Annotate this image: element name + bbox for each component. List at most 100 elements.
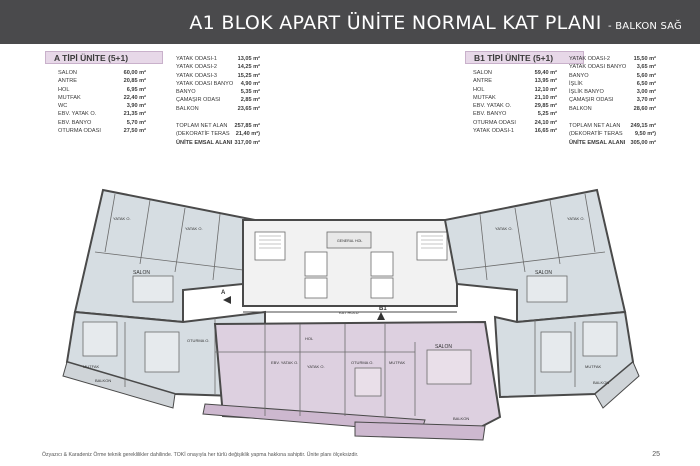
room-label: TOPLAM NET ALAN <box>569 123 621 129</box>
core-area: GENERAL HOL KAT HOLU <box>242 219 458 315</box>
plan-label-yatak-b: YATAK O. <box>307 364 325 369</box>
room-label: HOL <box>473 86 485 93</box>
plan-label-salon-a: SALON <box>133 270 150 276</box>
area-row: YATAK ODASI BANYO 3,65 m² <box>569 63 656 71</box>
room-label: (DEKORATİF TERAS <box>176 131 230 138</box>
area-row: ANTRE 13,95 m² <box>473 77 557 85</box>
unit-b-area: SALON EBV. YATAK O. YATAK O. OTURMA O. M… <box>202 320 502 441</box>
room-label: TOPLAM NET ALAN <box>176 123 228 129</box>
room-area: 15,50 m² <box>633 56 656 62</box>
cut-a-label: A <box>221 290 226 296</box>
room-label: YATAK ODASI BANYO <box>176 80 234 87</box>
plan-label-mutfak-a: MUTFAK <box>83 364 100 369</box>
area-row: ANTRE 20,85 m² <box>58 77 146 85</box>
plan-label-balkon-right: BALKON <box>593 380 609 385</box>
plan-label-salon-b: SALON <box>435 344 452 350</box>
area-row: MUTFAK 21,10 m² <box>473 94 557 102</box>
room-label: YATAK ODASI-2 <box>569 56 611 62</box>
room-label: ÜNİTE EMSAL ALANI <box>176 139 233 146</box>
unit-right-balcony <box>594 361 640 409</box>
area-row: BANYO 5,35 m² <box>176 88 260 96</box>
plan-label-yatak-right2: YATAK O. <box>495 226 513 231</box>
plan-label-oturma-a: OTURMA O. <box>187 338 209 343</box>
room-label: EBV. YATAK O. <box>58 111 97 118</box>
plan-label-ebv-b: EBV. YATAK O. <box>271 360 298 365</box>
room-area: 23,65 m² <box>237 105 260 112</box>
cut-b1-label: B1 <box>379 306 387 312</box>
page-title: A1 BLOK APART ÜNİTE NORMAL KAT PLANI - B… <box>189 12 682 34</box>
room-area: 60,00 m² <box>123 70 146 76</box>
room-area: 3,70 m² <box>636 97 656 104</box>
plan-label-core: GENERAL HOL <box>337 239 362 243</box>
plan-label-salon-right: SALON <box>535 270 552 276</box>
unit-a-mirror-area: SALON YATAK O. YATAK O. MUTFAK BALKON <box>443 188 640 409</box>
unit-a-title: A TİPİ ÜNİTE (5+1) <box>45 51 163 64</box>
room-label: ANTRE <box>473 78 492 85</box>
room-label: YATAK ODASI-2 <box>176 64 218 71</box>
floor-plan: SALON YATAK O. YATAK O. OTURMA O. MUTFAK… <box>62 188 640 441</box>
room-label: YATAK ODASI BANYO <box>569 64 627 71</box>
room-label: SALON <box>58 70 77 76</box>
room-area: 15,25 m² <box>237 72 260 79</box>
room-area: 13,95 m² <box>534 78 557 85</box>
room-label: EBV. BANYO <box>473 111 507 118</box>
room-label: BALKON <box>176 105 199 112</box>
plan-label-hol-b: HOL <box>305 336 314 341</box>
room-label: ANTRE <box>58 78 77 85</box>
room-area: 29,85 m² <box>534 103 557 110</box>
room-label: BALKON <box>569 105 592 112</box>
title-main: A1 BLOK APART ÜNİTE NORMAL KAT PLANI <box>189 12 602 34</box>
title-sub: - BALKON SAĞ <box>608 21 682 32</box>
room-area: 5,60 m² <box>636 72 656 79</box>
room-label: YATAK ODASI-1 <box>176 56 218 62</box>
room-area: 5,35 m² <box>240 89 260 96</box>
area-row: BALKON 23,65 m² <box>176 105 260 113</box>
room-area: 28,60 m² <box>633 105 656 112</box>
room-area: 3,65 m² <box>636 64 656 71</box>
room-area: 21,10 m² <box>534 94 557 101</box>
area-row: EBV. YATAK O.21,35 m² <box>58 110 146 118</box>
room-label: BANYO <box>176 89 196 96</box>
room-area: 6,95 m² <box>126 86 146 93</box>
room-area: 24,10 m² <box>534 119 557 126</box>
section-marker-b1: B1 <box>377 306 387 320</box>
area-row: EBV. YATAK O. 29,85 m² <box>473 102 557 110</box>
room-area: 2,85 m² <box>240 97 260 104</box>
plan-label-mutfak-b: MUTFAK <box>389 360 406 365</box>
room-label: MUTFAK <box>473 94 496 101</box>
room-area: 6,50 m² <box>636 80 656 87</box>
section-marker-a: A <box>221 290 231 304</box>
plan-label-balkon-a: BALKON <box>95 378 111 383</box>
room-label: EBV. BANYO <box>58 119 92 126</box>
header-bar: A1 BLOK APART ÜNİTE NORMAL KAT PLANI - B… <box>0 0 700 44</box>
room-area: 13,05 m² <box>237 56 260 62</box>
room-area: 305,00 m² <box>630 139 657 146</box>
plan-label-yatak-a2: YATAK O. <box>185 226 203 231</box>
room-label: SALON <box>473 70 492 76</box>
area-row: SALON 60,00 m² <box>58 69 146 77</box>
room-label: ÇAMAŞIR ODASI <box>176 97 221 104</box>
area-row: EBV. BANYO 5,70 m² <box>58 119 146 127</box>
room-label: HOL <box>58 86 70 93</box>
area-row: HOL 12,10 m² <box>473 86 557 94</box>
room-label: EBV. YATAK O. <box>473 103 512 110</box>
room-area: 20,85 m² <box>123 78 146 85</box>
room-area: 5,70 m² <box>126 119 146 126</box>
area-row: YATAK ODASI-1 13,05 m² <box>176 55 260 63</box>
room-label: (DEKORATİF TERAS <box>569 131 623 138</box>
page-number: 25 <box>652 451 660 458</box>
room-area: 12,10 m² <box>534 86 557 93</box>
